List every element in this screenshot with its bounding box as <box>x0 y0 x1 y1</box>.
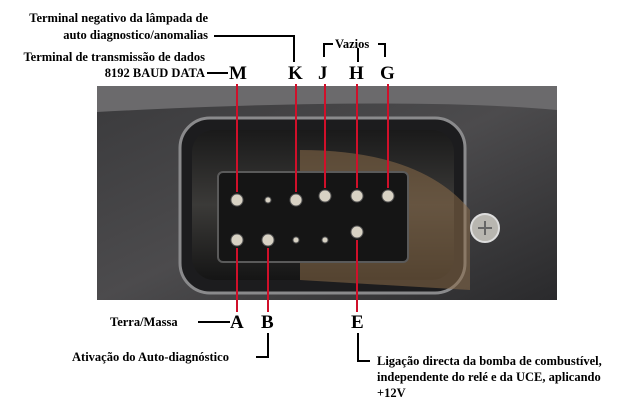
pins <box>230 189 395 247</box>
a-description: Terra/Massa <box>110 315 178 329</box>
e-description-line1: Ligação directa da bomba de combustível, <box>377 354 602 368</box>
b-description: Ativação do Auto-diagnóstico <box>72 350 229 364</box>
pin-label-h: H <box>349 63 364 84</box>
pin-label-a: A <box>230 312 244 333</box>
pin-label-m: M <box>229 63 247 84</box>
k-description-line2: auto diagnostico/anomalias <box>63 28 208 42</box>
k-description-line1: Terminal negativo da lâmpada de <box>29 11 208 25</box>
pin-label-g: G <box>380 63 395 84</box>
pin-label-e: E <box>351 312 364 333</box>
m-description-line2: 8192 BAUD DATA <box>104 66 205 80</box>
pin-label-j: J <box>318 63 328 84</box>
pointer-lines <box>236 84 389 312</box>
pin-label-k: K <box>288 63 303 84</box>
vazios-label: Vazios <box>335 37 370 51</box>
connector-block <box>217 171 409 263</box>
e-description-line2: independente do relé e da UCE, aplicando <box>377 370 601 384</box>
pin-label-b: B <box>261 312 274 333</box>
m-description-line1: Terminal de transmissão de dados <box>23 50 205 64</box>
leader-lines <box>198 35 386 362</box>
e-description-line3: +12V <box>377 386 406 400</box>
